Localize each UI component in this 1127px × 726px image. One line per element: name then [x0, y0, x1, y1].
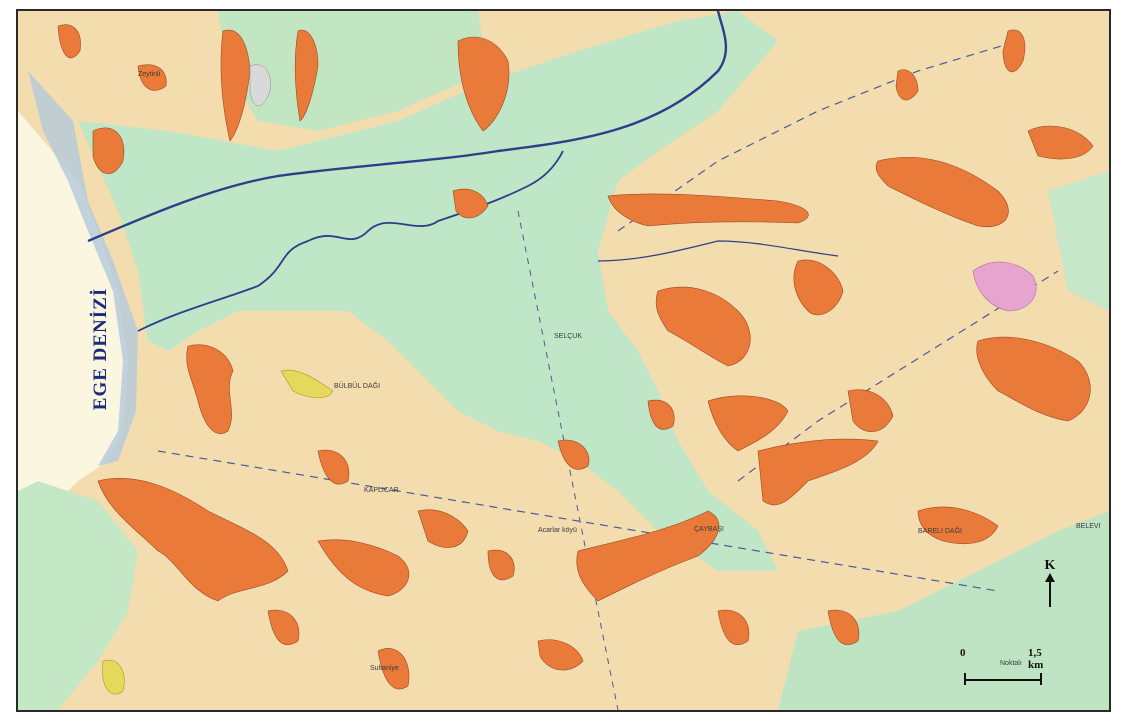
- sea-label: EGE DENİZİ: [90, 287, 111, 411]
- outcrops: [57, 24, 1094, 690]
- north-label: K: [1044, 558, 1056, 573]
- map-canvas: [18, 11, 1109, 710]
- scale-start-label: 0: [960, 647, 966, 659]
- alluvial-plain: [78, 11, 778, 571]
- place-label: KAPLICAR: [364, 487, 399, 494]
- pink-unit: [972, 261, 1037, 312]
- fault-line: [157, 450, 999, 592]
- scale-tick: [964, 673, 966, 685]
- north-arrow-icon: [1045, 573, 1055, 607]
- yellow-unit: [280, 369, 334, 399]
- sea-area: [18, 111, 128, 531]
- southwest-plain: [18, 481, 138, 710]
- place-label: ÇAYBAŞI: [694, 526, 724, 533]
- place-label: Acarlar köyü: [538, 527, 577, 534]
- coastal-settlement: [28, 71, 138, 466]
- northern-plain: [218, 11, 488, 131]
- place-label: BÜLBÜL DAĞI: [334, 383, 381, 390]
- scale-tick: [1040, 673, 1042, 685]
- meander-river: [137, 150, 564, 332]
- quarry-area: [249, 64, 271, 107]
- tributary: [597, 240, 839, 262]
- scale-line: [964, 679, 1042, 681]
- place-label: BARELI DAĞI: [918, 528, 962, 535]
- geologic-map: EGE DENİZİ Zeytinli SELÇUK BÜLBÜL DAĞI K…: [16, 9, 1111, 712]
- place-label: Sultaniye: [370, 665, 399, 672]
- southeast-plain: [778, 511, 1109, 710]
- scale-bar: 0 1,5 km: [958, 647, 1048, 687]
- river: [87, 11, 728, 243]
- place-label: BELEVI: [1076, 523, 1101, 530]
- place-label: Zeytinli: [138, 71, 161, 78]
- scale-end-label: 1,5 km: [1028, 647, 1044, 671]
- north-arrow: K: [1038, 559, 1062, 609]
- yellow-unit: [102, 659, 125, 695]
- east-plain: [1048, 171, 1109, 311]
- place-label: SELÇUK: [554, 333, 583, 340]
- place-label: Noktalı: [1000, 660, 1022, 667]
